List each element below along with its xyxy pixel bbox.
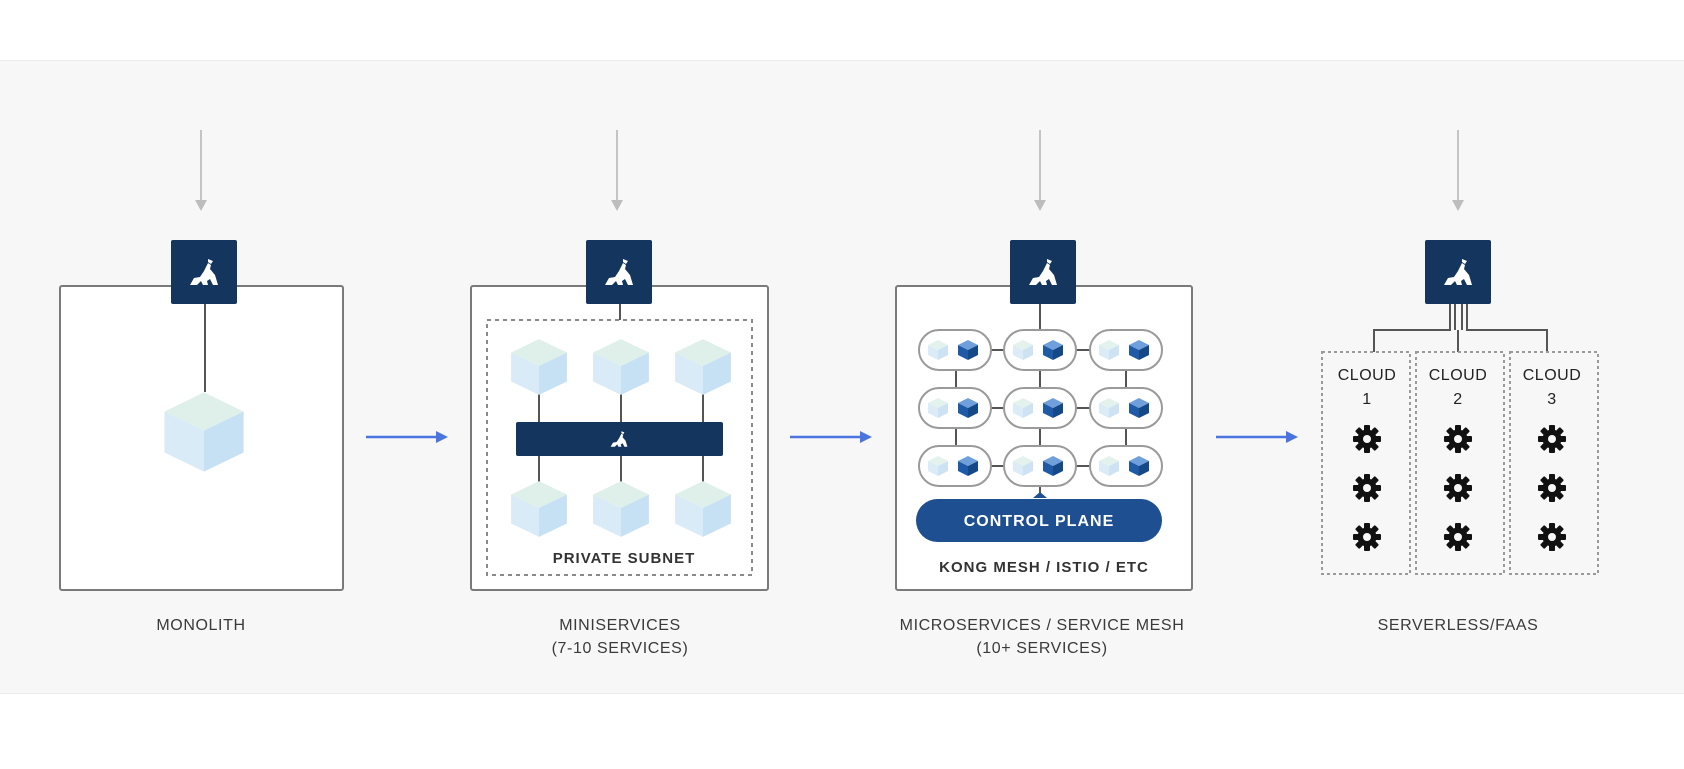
control-plane-pill (916, 499, 1162, 542)
gear-icon (1538, 425, 1566, 453)
cloud-3-number: 3 (1547, 391, 1556, 408)
mesh-pod (1003, 329, 1077, 371)
gear-icon (1444, 474, 1472, 502)
mesh-type-label: KONG MESH / ISTIO / ETC (939, 559, 1149, 576)
stage-label-monolith: MONOLITH (156, 617, 245, 634)
cloud-2-label: CLOUD (1429, 367, 1488, 384)
private-subnet-label: PRIVATE SUBNET (553, 550, 696, 567)
stage-sublabel-microservices: (10+ SERVICES) (976, 640, 1107, 657)
mesh-pod-grid (918, 329, 1163, 487)
stage-label-serverless: SERVERLESS/FAAS (1378, 617, 1539, 634)
cloud-3-boundary (1509, 351, 1599, 575)
stage-serverless: CLOUD 1 CLOUD 2 CLOUD 3 (1321, 240, 1599, 575)
cloud-2-boundary (1415, 351, 1505, 575)
mesh-pod (1089, 387, 1163, 429)
stage-microservices: CONTROL PLANE KONG MESH / ISTIO / ETC (895, 240, 1193, 591)
mesh-pod (918, 387, 992, 429)
cloud-2-number: 2 (1453, 391, 1462, 408)
control-plane-label: CONTROL PLANE (964, 513, 1114, 530)
cloud-1-number: 1 (1362, 391, 1371, 408)
mesh-pod (1089, 445, 1163, 487)
gear-icon (1444, 523, 1472, 551)
transition-arrows (366, 431, 1298, 443)
cloud-3-label: CLOUD (1523, 367, 1582, 384)
gear-icon (1538, 474, 1566, 502)
mesh-pod (1089, 329, 1163, 371)
stage-sublabel-miniservices: (7-10 SERVICES) (552, 640, 689, 657)
gear-icon (1353, 474, 1381, 502)
stage-label-miniservices: MINISERVICES (559, 617, 681, 634)
stage-monolith (59, 240, 344, 591)
mesh-pod (918, 329, 992, 371)
gear-icon (1444, 425, 1472, 453)
stage-miniservices: PRIVATE SUBNET (470, 240, 769, 591)
incoming-traffic-arrows (195, 130, 1464, 211)
cloud-1-label: CLOUD (1338, 367, 1397, 384)
cloud-1-boundary (1321, 351, 1411, 575)
stage-label-microservices: MICROSERVICES / SERVICE MESH (900, 617, 1185, 634)
gear-icon (1353, 425, 1381, 453)
gear-icon (1538, 523, 1566, 551)
mesh-pod (1003, 387, 1077, 429)
mesh-pod (1003, 445, 1077, 487)
gear-icon (1353, 523, 1381, 551)
mesh-pod (918, 445, 992, 487)
private-subnet-boundary (486, 319, 753, 576)
